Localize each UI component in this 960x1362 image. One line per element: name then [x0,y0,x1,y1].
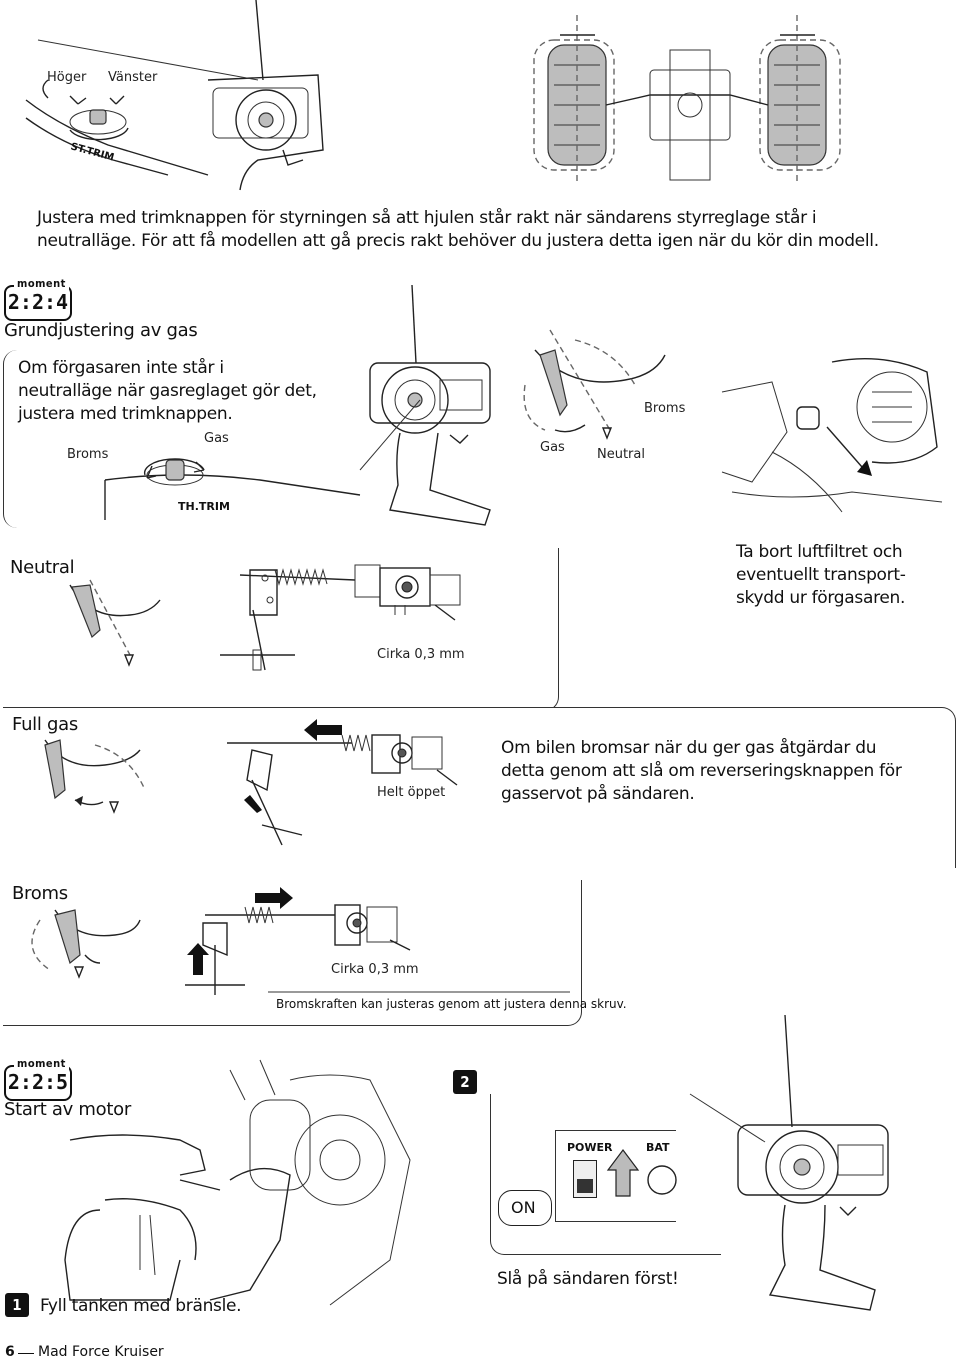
step2-number: 2 [453,1070,477,1094]
full-gas-title: Full gas [12,714,78,735]
brake-trigger-illustration [31,909,141,979]
steering-trim-illustration [25,0,324,191]
step2-text: Slå på sändaren först! [497,1269,679,1289]
on-badge: ON [498,1190,552,1226]
steering-trim-paragraph: Justera med trimknappen för styrningen s… [37,208,879,251]
full-gas-linkage-illustration [227,719,458,846]
dial-label-gas: Gas [204,431,229,446]
moment-number-225: 2:2:5 [7,1070,69,1094]
power-switch[interactable] [573,1160,597,1198]
neutral-title: Neutral [10,557,75,578]
moment-badge-225: moment 2:2:5 [4,1057,72,1101]
moment-caption-225: moment [14,1057,69,1070]
switch-plate [555,1130,676,1222]
step1-text: Fyll tanken med bränsle. [40,1296,242,1316]
power-switch-slider [577,1179,593,1193]
section-heading-throttle: Grundjustering av gas [4,320,198,341]
trigger-label-brake: Broms [644,401,686,416]
power-label: POWER [567,1141,613,1154]
label-right: Höger [47,70,87,85]
transmitter-illustration [359,284,491,526]
label-left: Vänster [108,70,158,85]
engine-airfilter-illustration [721,358,943,513]
throttle-trim-dial [104,458,361,520]
footer-dash [18,1353,34,1354]
brake-note: Bromskraften kan justeras genom att just… [276,997,627,1011]
moment-number: 2:2:4 [7,290,69,314]
fuel-fill-illustration [64,1059,411,1306]
brake-note-leader [268,991,570,993]
step1-number: 1 [5,1293,29,1317]
on-label: ON [511,1198,536,1217]
neutral-linkage-illustration [220,564,461,671]
footer-title: Mad Force Kruiser [38,1344,164,1360]
battery-indicator-icon [647,1165,677,1195]
throttle-adjust-text: Om förgasaren inte står i neutralläge nä… [18,358,317,424]
full-gas-carb-label: Helt öppet [377,785,446,800]
bat-label: BAT [646,1141,670,1154]
arrow-up-icon [606,1149,640,1197]
neutral-trigger-illustration [69,579,161,667]
full-gas-panel [3,707,956,868]
trigger-label-neutral: Neutral [597,447,645,462]
page-number: 6 [5,1344,15,1360]
moment-caption: moment [14,277,69,290]
full-gas-trigger-illustration [44,739,146,814]
section-heading-start-engine: Start av motor [4,1099,131,1120]
brake-panel [3,880,582,1026]
throttle-trigger-illustration [523,329,666,440]
brake-title: Broms [12,883,68,904]
full-gas-text: Om bilen bromsar när du ger gas åtgärdar… [501,738,902,804]
dial-label-brake: Broms [67,447,109,462]
label-th-trim: TH.TRIM [178,500,230,513]
airfilter-text: Ta bort luftfiltret och eventuellt trans… [736,542,906,608]
neutral-measure: Cirka 0,3 mm [377,647,465,662]
power-switch-panel [490,1094,721,1255]
panel-leader-line [689,1093,766,1143]
brake-measure: Cirka 0,3 mm [331,962,419,977]
brake-linkage-illustration [185,887,411,995]
trigger-label-gas: Gas [540,440,565,455]
chassis-topview-illustration [533,15,841,185]
transmitter-on-illustration [737,1014,889,1311]
moment-badge-224: moment 2:2:4 [4,277,72,321]
